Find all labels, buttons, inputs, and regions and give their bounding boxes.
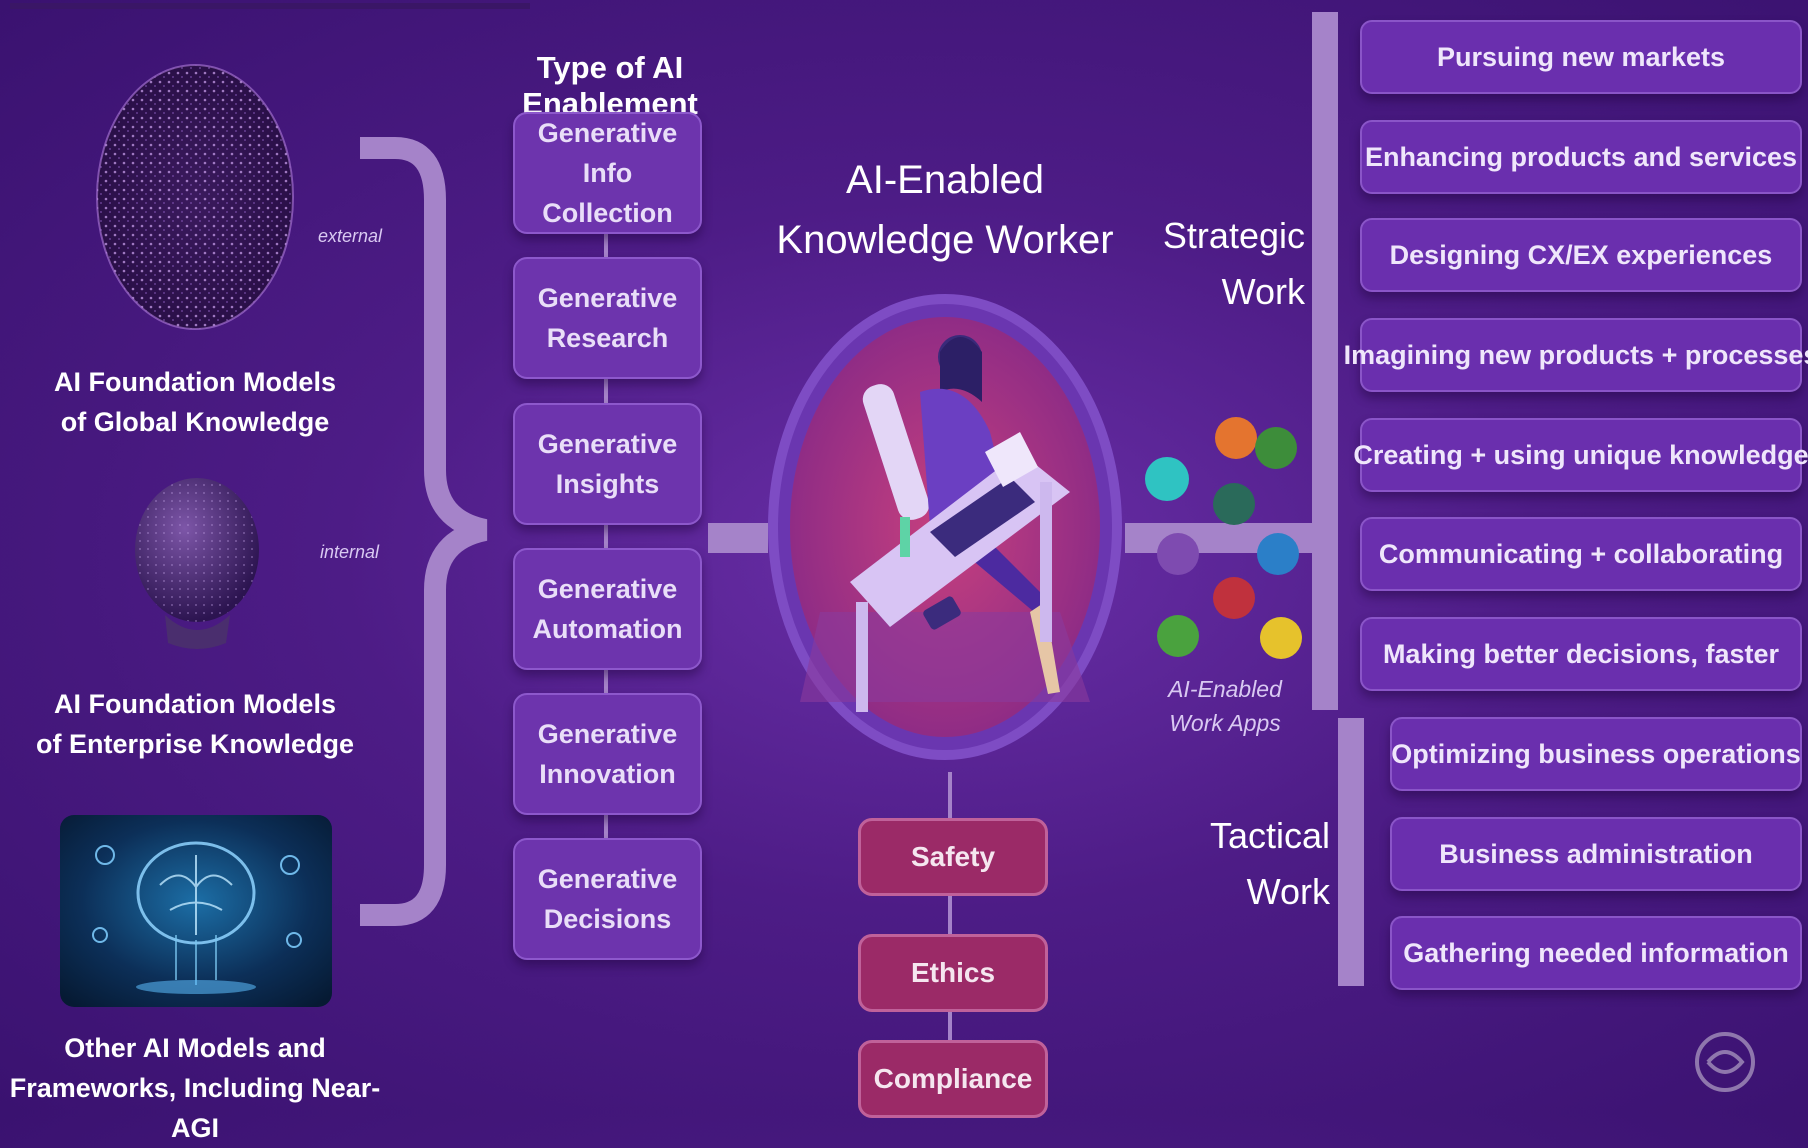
strategic-item: Designing CX/EX experiences	[1360, 218, 1802, 292]
app-dot	[1215, 417, 1257, 459]
knowledge-worker-illustration	[760, 282, 1130, 772]
connector-left	[708, 523, 768, 553]
strategic-item: Imagining new products + processes	[1344, 318, 1808, 392]
governance-safety: Safety	[858, 818, 1048, 896]
strategic-item: Enhancing products and services	[1360, 120, 1802, 194]
governance-compliance: Compliance	[858, 1040, 1048, 1118]
sphere-icon	[96, 64, 294, 330]
tactical-bar	[1338, 718, 1364, 986]
orb-icon	[135, 478, 259, 649]
ai-brain-image	[60, 815, 332, 1007]
tactical-item: Optimizing business operations	[1390, 717, 1802, 791]
work-apps-label: AI-Enabled Work Apps	[1168, 676, 1282, 736]
strategic-item: Communicating + collaborating	[1360, 517, 1802, 591]
enterprise-knowledge-orb	[130, 475, 265, 655]
other-models-label: Other AI Models and Frameworks, Includin…	[9, 1033, 381, 1143]
app-dot	[1145, 457, 1189, 501]
strategic-bar	[1312, 12, 1338, 710]
work-apps-cluster	[1135, 405, 1305, 675]
app-dot	[1257, 533, 1299, 575]
strategic-item: Pursuing new markets	[1360, 20, 1802, 94]
tactical-item: Business administration	[1390, 817, 1802, 891]
strategic-item: Creating + using unique knowledge	[1353, 418, 1808, 492]
cropped-header	[0, 0, 540, 10]
global-knowledge-sphere	[95, 62, 295, 332]
brand-logo	[1690, 1022, 1760, 1102]
external-tag: external	[318, 226, 383, 246]
app-dot	[1213, 577, 1255, 619]
logo-icon	[1695, 1032, 1755, 1092]
governance-ethics: Ethics	[858, 934, 1048, 1012]
global-knowledge-label: AI Foundation Models of Global Knowledge	[54, 367, 336, 437]
enablement-info-collection: Generative Info Collection	[513, 112, 702, 234]
enterprise-knowledge-label: AI Foundation Models of Enterprise Knowl…	[35, 689, 355, 759]
internal-tag: internal	[320, 542, 380, 562]
tactical-work-label: Tactical Work	[1209, 815, 1330, 912]
app-dot	[1157, 533, 1199, 575]
enablement-innovation: Generative Innovation	[513, 693, 702, 815]
tactical-item: Gathering needed information	[1390, 916, 1802, 990]
enablement-research: Generative Research	[513, 257, 702, 379]
app-dot	[1260, 617, 1302, 659]
worker-icon	[768, 294, 1122, 760]
brain-icon	[60, 815, 332, 1007]
app-dot	[1157, 615, 1199, 657]
center-title: AI-Enabled Knowledge Worker	[776, 158, 1114, 262]
strategic-item: Making better decisions, faster	[1360, 617, 1802, 691]
app-dot	[1255, 427, 1297, 469]
enablement-decisions: Generative Decisions	[513, 838, 702, 960]
enablement-automation: Generative Automation	[513, 548, 702, 670]
enablement-insights: Generative Insights	[513, 403, 702, 525]
sources-brace	[355, 130, 505, 930]
app-dot	[1213, 483, 1255, 525]
strategic-work-label: Strategic Work	[1162, 215, 1305, 312]
